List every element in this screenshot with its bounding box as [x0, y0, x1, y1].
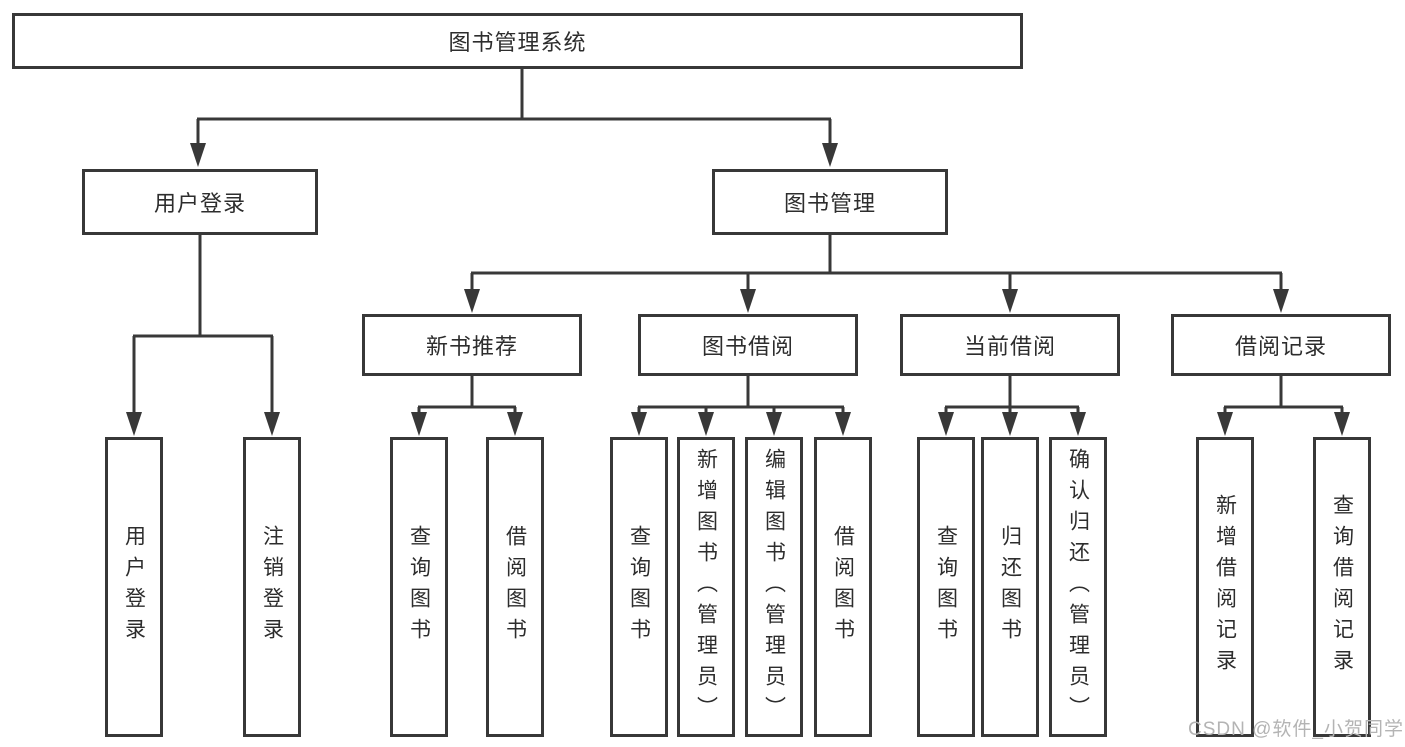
- node-label: 用户登录: [153, 191, 246, 216]
- node-root-label: 图书管理系统: [448, 30, 587, 55]
- node-root-system: 图书管理系统: [12, 13, 1023, 69]
- leaf-query-books-3: 查询图书: [917, 437, 975, 737]
- node-current-borrow: 当前借阅: [900, 314, 1120, 376]
- leaf-label: 查询图书: [934, 525, 958, 649]
- leaf-add-book-admin: 新增图书（管理员）: [677, 437, 735, 737]
- leaf-label: 新增借阅记录: [1213, 494, 1237, 680]
- csdn-watermark: CSDN @软件_小贺同学: [1188, 719, 1404, 740]
- leaf-label: 新增图书（管理员）: [694, 447, 718, 727]
- leaf-label: 用户登录: [122, 525, 146, 649]
- leaf-query-books-2: 查询图书: [610, 437, 668, 737]
- node-label: 当前借阅: [963, 334, 1056, 359]
- node-label: 借阅记录: [1234, 334, 1327, 359]
- leaf-query-books-1: 查询图书: [390, 437, 448, 737]
- leaf-borrow-books-2: 借阅图书: [814, 437, 872, 737]
- leaf-label: 借阅图书: [503, 525, 527, 649]
- node-label: 图书借阅: [701, 334, 794, 359]
- leaf-user-login: 用户登录: [105, 437, 163, 737]
- leaf-label: 归还图书: [998, 525, 1022, 649]
- leaf-label: 确认归还（管理员）: [1066, 447, 1090, 727]
- leaf-return-book: 归还图书: [981, 437, 1039, 737]
- leaf-label: 查询图书: [627, 525, 651, 649]
- leaf-logout: 注销登录: [243, 437, 301, 737]
- node-borrow-records: 借阅记录: [1171, 314, 1391, 376]
- node-label: 新书推荐: [425, 334, 518, 359]
- leaf-label: 查询借阅记录: [1330, 494, 1354, 680]
- leaf-confirm-return-admin: 确认归还（管理员）: [1049, 437, 1107, 737]
- node-book-borrow: 图书借阅: [638, 314, 858, 376]
- node-user-login-group: 用户登录: [82, 169, 318, 235]
- leaf-borrow-books-1: 借阅图书: [486, 437, 544, 737]
- node-new-book-recommend: 新书推荐: [362, 314, 582, 376]
- leaf-label: 编辑图书（管理员）: [762, 447, 786, 727]
- leaf-label: 注销登录: [260, 525, 284, 649]
- leaf-query-borrow-record: 查询借阅记录: [1313, 437, 1371, 737]
- leaf-edit-book-admin: 编辑图书（管理员）: [745, 437, 803, 737]
- leaf-label: 借阅图书: [831, 525, 855, 649]
- node-label: 图书管理: [783, 191, 876, 216]
- leaf-add-borrow-record: 新增借阅记录: [1196, 437, 1254, 737]
- leaf-label: 查询图书: [407, 525, 431, 649]
- node-book-management-group: 图书管理: [712, 169, 948, 235]
